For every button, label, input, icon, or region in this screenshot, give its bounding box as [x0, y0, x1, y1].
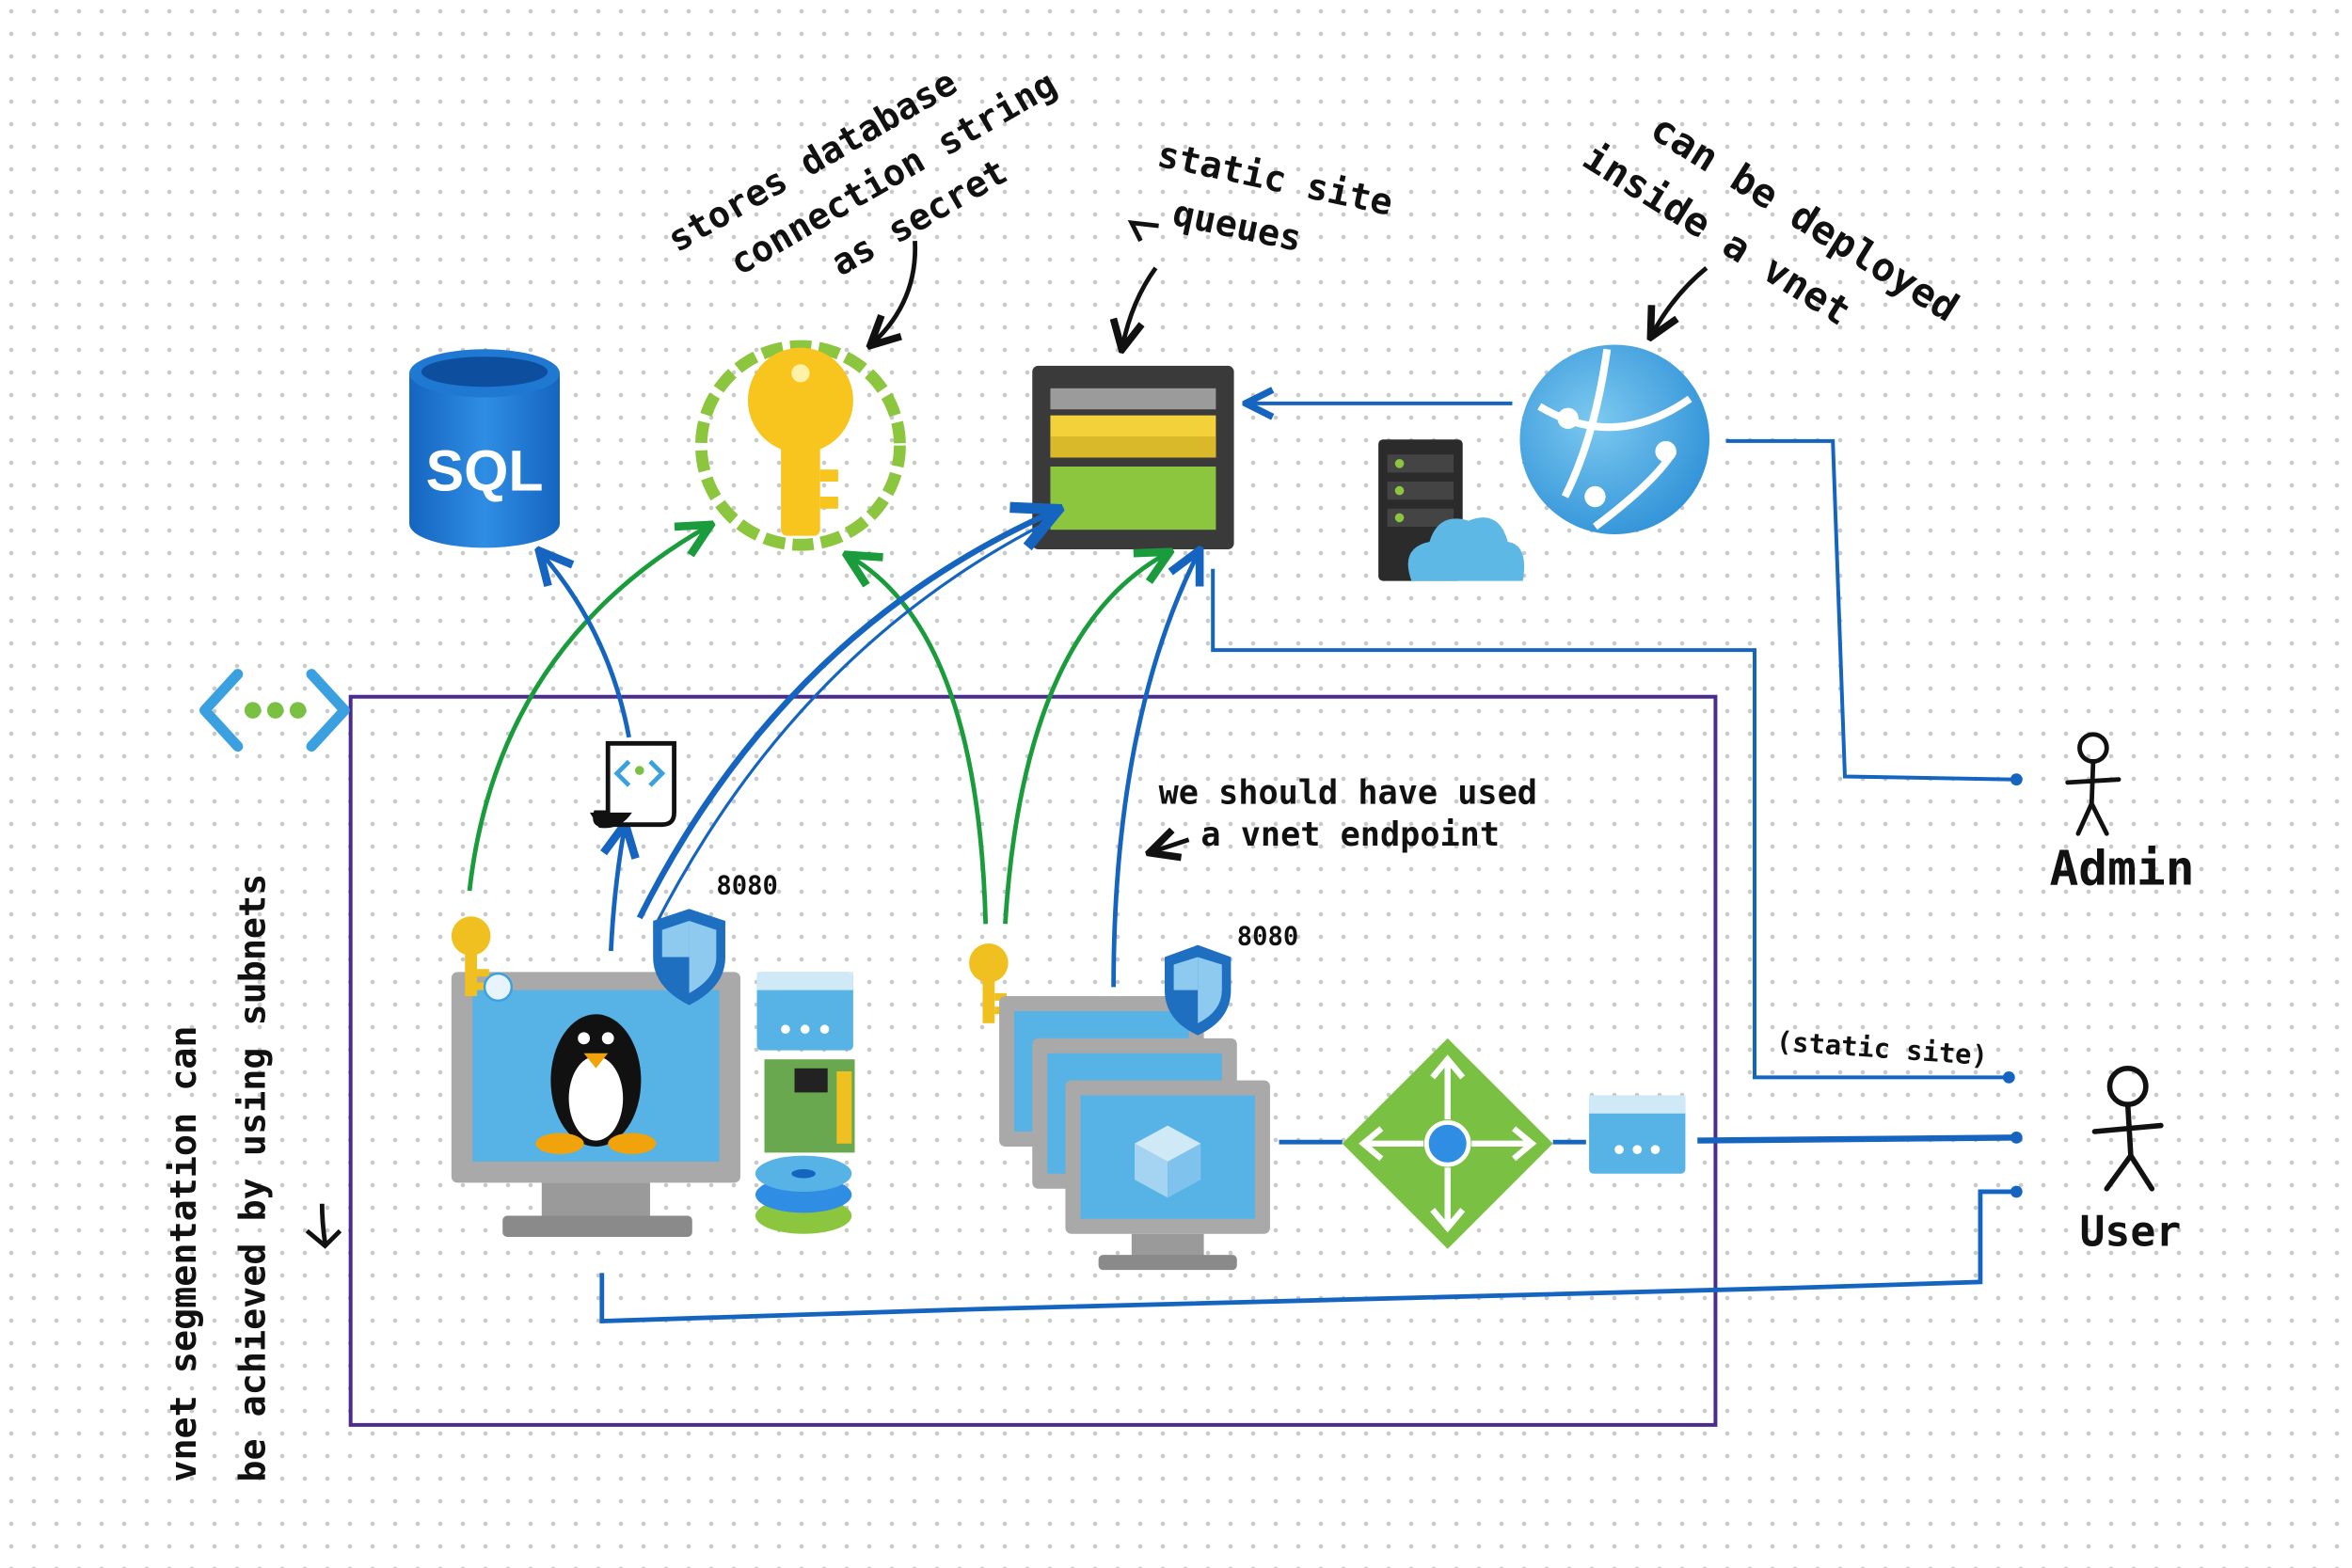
admin-actor-icon [2065, 732, 2122, 836]
key-vault-icon [694, 340, 906, 551]
sql-label: SQL [426, 439, 544, 503]
public-ip-icon [1589, 1095, 1686, 1174]
vnet-endpoint-note-line-1: we should have used [1159, 773, 1537, 812]
load-balancer-icon [1342, 1037, 1553, 1249]
green-arrow-linux-to-keyvault [467, 527, 707, 892]
blue-line-webapp-to-admin [1725, 438, 2017, 782]
vmss-nsg-shield-icon [1165, 944, 1232, 1036]
line-pip-to-user [1697, 1134, 2017, 1144]
webapp-annotation-arrow [1652, 266, 1708, 334]
green-arrow-vmss-to-storage [1003, 554, 1166, 925]
vnet-endpoint-annotation-arrow [1152, 840, 1190, 852]
subnet-note-line-1: vnet segmentation can [163, 1025, 205, 1481]
linux-nsg-shield-icon [653, 909, 725, 1006]
blue-arrow-linux-to-script [611, 828, 624, 952]
app-service-server-icon [1378, 439, 1525, 581]
linux-vm-port: 8080 [716, 871, 777, 900]
line-user-to-linux [599, 1189, 2017, 1323]
blue-arrow-script-to-sql [542, 554, 631, 738]
vnet-boundary [348, 694, 1718, 1427]
blue-line-storage-to-user [1211, 568, 2010, 1080]
disk-icon [755, 1155, 852, 1234]
vmss-port: 8080 [1237, 923, 1298, 952]
vm-scale-set-icon [999, 996, 1270, 1271]
sql-database-icon: SQL [409, 349, 561, 548]
subnet-note-line-2: be achieved by using subnets [232, 874, 275, 1482]
vnet-endpoint-annotation: we should have used a vnet endpoint [1159, 773, 1537, 854]
storage-bullet-arrow [1127, 220, 1159, 243]
storage-annotation: static site queues [1153, 134, 1396, 261]
memory-chip-icon [764, 1059, 855, 1153]
user-actor-icon [2091, 1066, 2164, 1192]
keyvault-annotation: stores database connection string as sec… [660, 61, 1064, 285]
script-template-icon [589, 740, 676, 829]
linux-vm-icon [451, 972, 740, 1237]
connections [467, 404, 2023, 1323]
webapp-annotation: can be deployed inside a vnet [1575, 104, 1966, 335]
green-arrow-vmss-to-keyvault [850, 557, 989, 925]
user-label: User [2079, 1207, 2181, 1257]
subnet-annotation: vnet segmentation can be achieved by usi… [163, 874, 275, 1482]
vnet-icon [199, 669, 350, 752]
blue-arrow-linux-to-storage-2 [653, 517, 1055, 928]
blue-arrow-linux-to-storage [636, 512, 1054, 920]
vnet-endpoint-note-line-2: a vnet endpoint [1200, 816, 1500, 854]
storage-annotation-arrow [1122, 266, 1158, 346]
web-app-icon [1519, 344, 1710, 534]
blue-arrow-vmss-to-storage [1111, 554, 1199, 988]
network-interface-icon [756, 972, 853, 1051]
subnet-annotation-arrow [305, 1203, 342, 1249]
storage-account-icon [1032, 365, 1234, 549]
linux-vm-key-icon [451, 916, 514, 1003]
keyvault-annotation-arrow [873, 240, 918, 343]
admin-label: Admin [2050, 841, 2195, 897]
static-site-label: (static site) [1775, 1025, 1989, 1072]
